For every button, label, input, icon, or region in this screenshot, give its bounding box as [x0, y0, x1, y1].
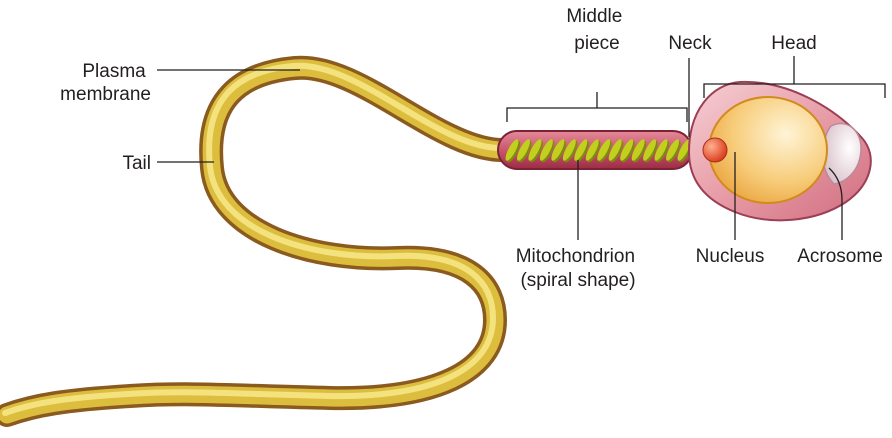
acrosome-label: Acrosome: [797, 246, 883, 267]
tail-label: Tail: [122, 153, 151, 174]
mitochondrion-label: Mitochondrion (spiral shape): [516, 246, 641, 291]
head: [689, 82, 871, 220]
neck-label: Neck: [668, 33, 712, 54]
middle-piece-bracket: [507, 92, 687, 122]
plasma-membrane-label: Plasma membrane: [60, 61, 151, 105]
tail: [5, 66, 505, 415]
nucleolus-dot: [703, 138, 727, 162]
middle-piece-label: Middle piece: [566, 6, 627, 54]
nucleus-label: Nucleus: [696, 246, 765, 267]
middle-piece: [498, 131, 695, 169]
head-label: Head: [771, 33, 816, 54]
